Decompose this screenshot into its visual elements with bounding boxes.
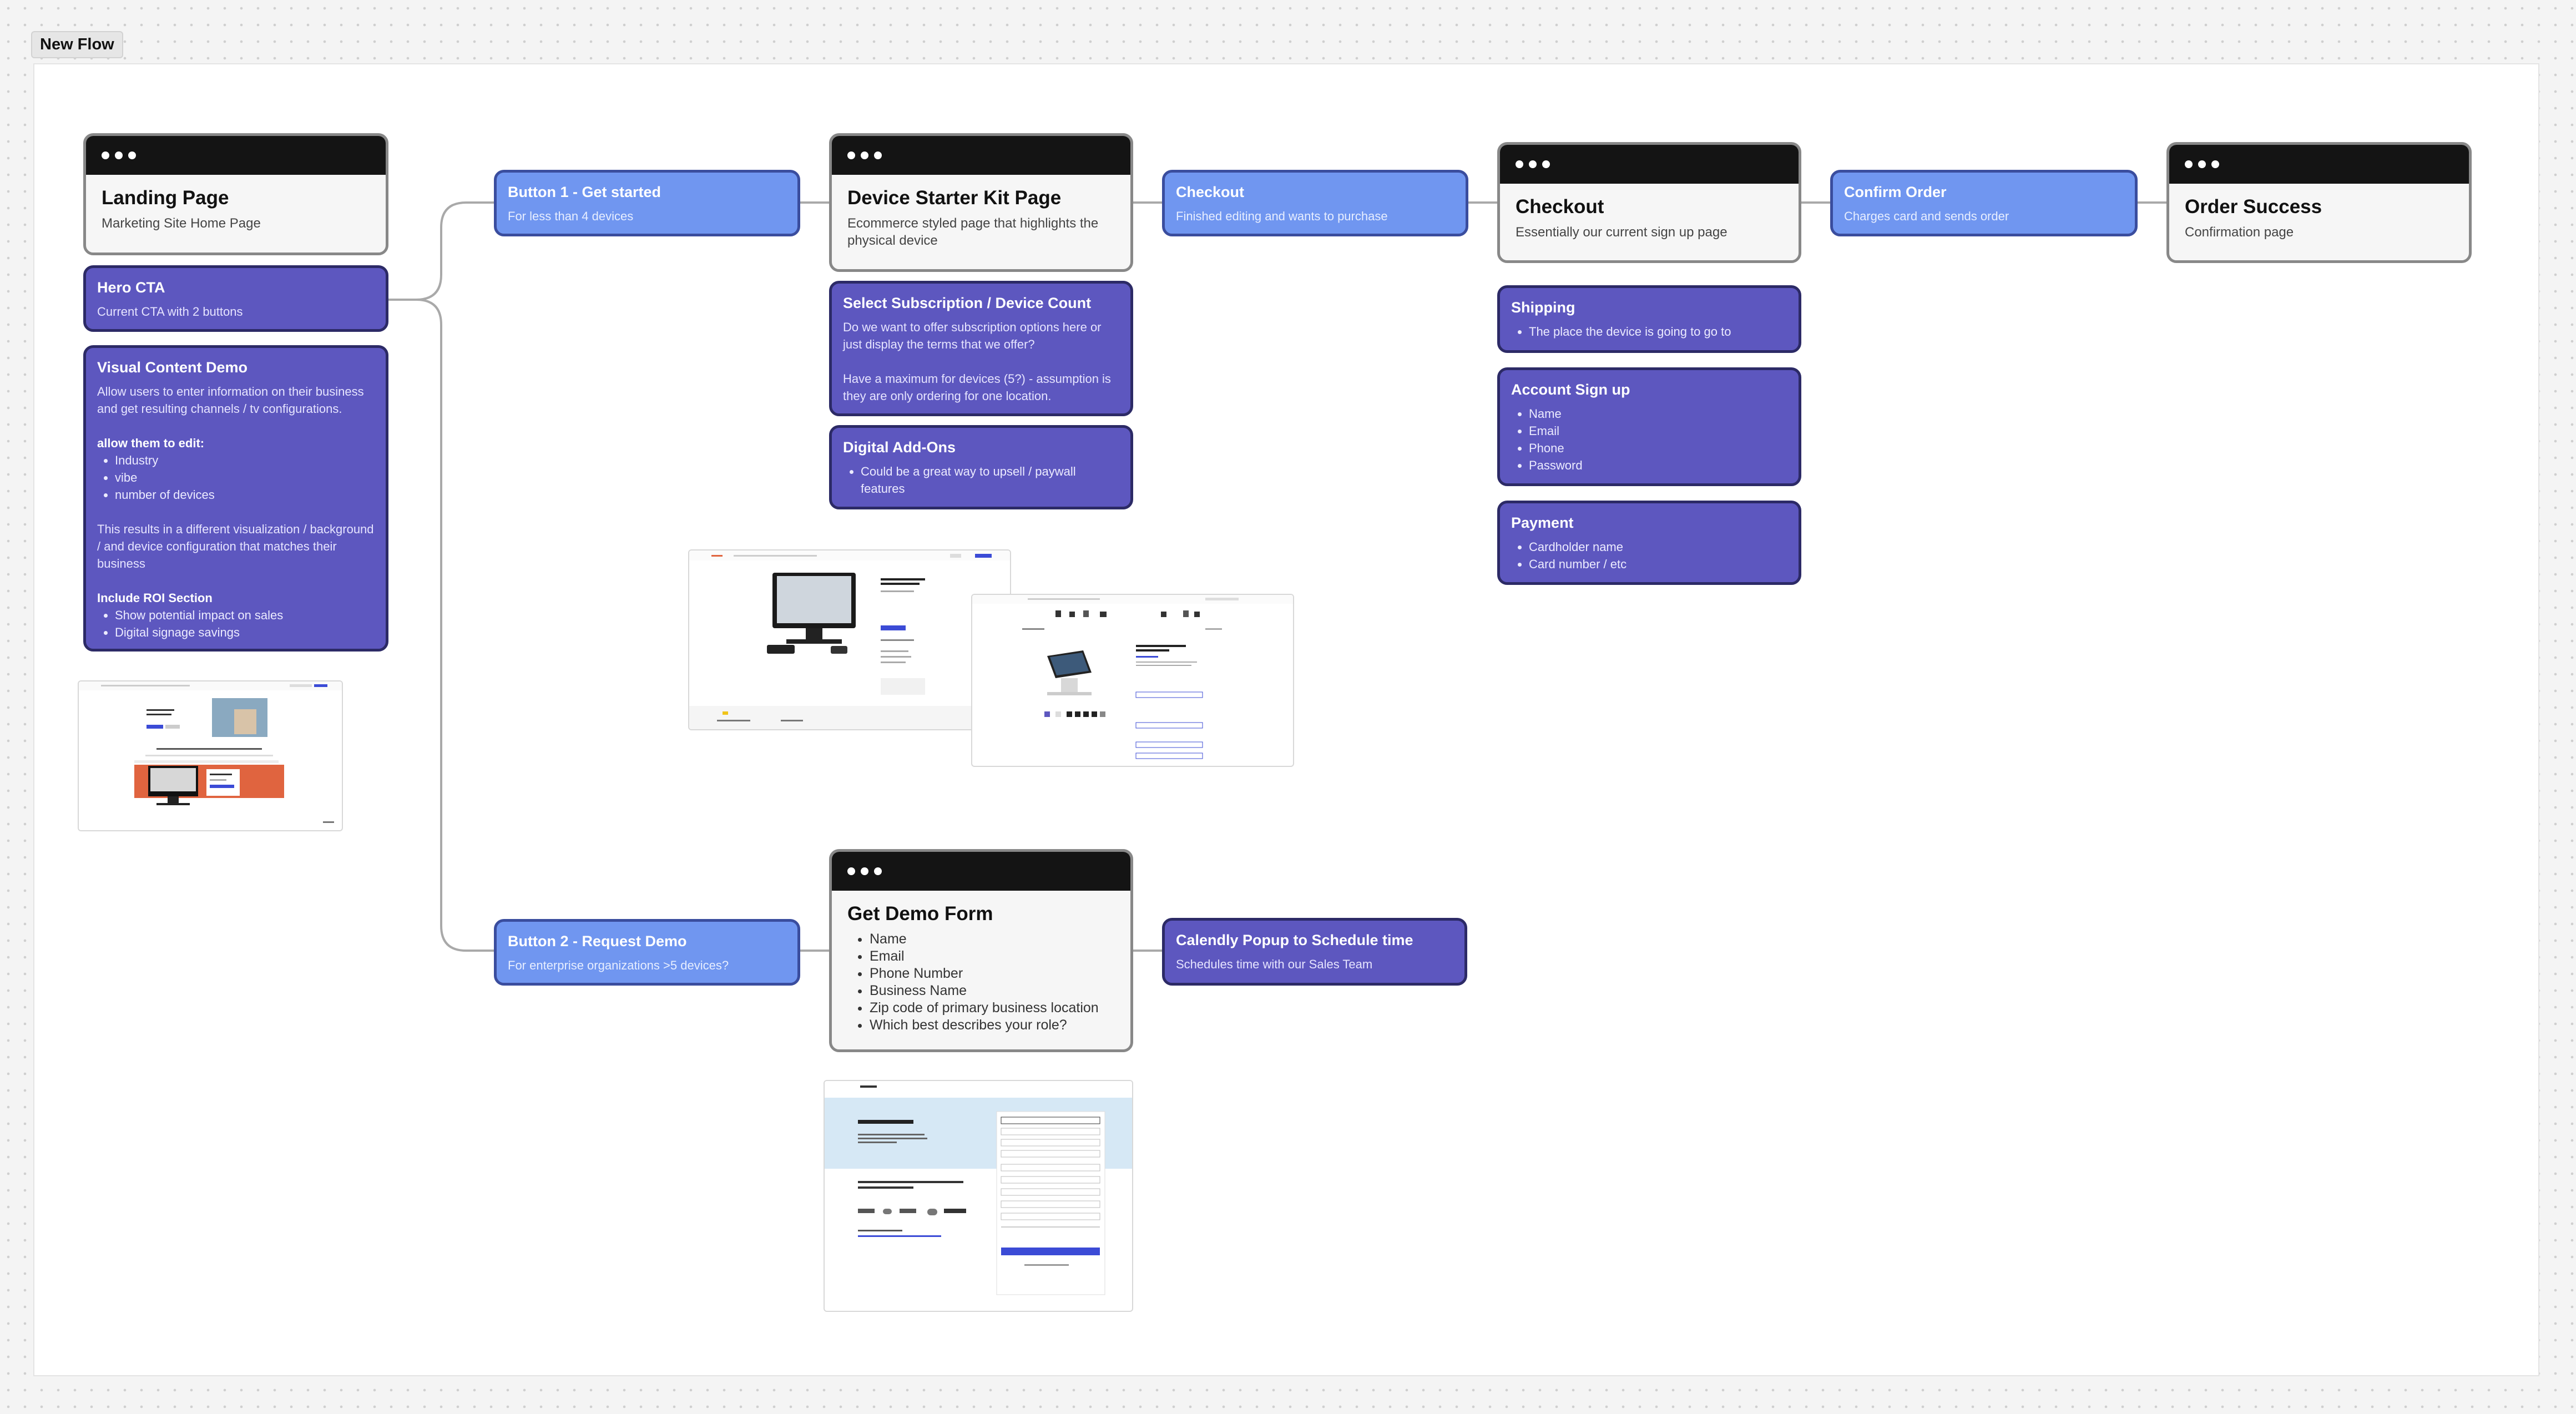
list-item: Business Name <box>870 982 1115 999</box>
list-item: Name <box>1529 405 1787 422</box>
window-bar <box>2169 145 2469 184</box>
checkout-action-note[interactable]: Checkout Finished editing and wants to p… <box>1162 170 1468 236</box>
home-thumbnail-art <box>79 681 342 823</box>
window-bar <box>1500 145 1799 184</box>
page-subtitle: Essentially our current sign up page <box>1516 225 1728 240</box>
roi-list: Show potential impact on sales Digital s… <box>97 607 375 641</box>
window-bar <box>832 136 1130 175</box>
list-item: Digital signage savings <box>115 624 375 641</box>
visual-content-demo-note[interactable]: Visual Content Demo Allow users to enter… <box>83 345 388 652</box>
note-title: Payment <box>1511 514 1574 531</box>
list-item: Which best describes your role? <box>870 1017 1115 1034</box>
home-page-thumbnail[interactable] <box>78 680 343 831</box>
connector-to-button1 <box>388 201 494 301</box>
button1-get-started-note[interactable]: Button 1 - Get started For less than 4 d… <box>494 170 800 236</box>
calendly-popup-note[interactable]: Calendly Popup to Schedule time Schedule… <box>1162 918 1467 986</box>
note-title: Checkout <box>1176 184 1245 200</box>
shipping-note[interactable]: Shipping The place the device is going t… <box>1497 285 1801 353</box>
note-title: Select Subscription / Device Count <box>843 295 1092 311</box>
note-title: Shipping <box>1511 299 1575 316</box>
note-desc: For enterprise organizations >5 devices? <box>508 958 729 972</box>
list-item: Card number / etc <box>1529 556 1787 573</box>
order-success-page-card[interactable]: Order Success Confirmation page <box>2166 142 2472 263</box>
page-subtitle: Ecommerce styled page that highlights th… <box>847 216 1099 248</box>
shipping-list: The place the device is going to go to <box>1511 323 1787 340</box>
note-desc: Finished editing and wants to purchase <box>1176 209 1388 223</box>
list-item: Email <box>1529 422 1787 440</box>
list-item: The place the device is going to go to <box>1529 323 1787 340</box>
account-signup-note[interactable]: Account Sign up Name Email Phone Passwor… <box>1497 367 1801 486</box>
note-title: Button 1 - Get started <box>508 184 661 200</box>
note-title: Confirm Order <box>1844 184 1947 200</box>
page-title: Landing Page <box>102 187 229 209</box>
note-title: Visual Content Demo <box>97 359 248 376</box>
edit-heading: allow them to edit: <box>97 436 205 450</box>
note-desc: Schedules time with our Sales Team <box>1176 957 1373 971</box>
note-desc: For less than 4 devices <box>508 209 634 223</box>
list-item: Password <box>1529 457 1787 474</box>
list-item: Phone Number <box>870 965 1115 982</box>
list-item: number of devices <box>115 486 375 503</box>
frame-label[interactable]: New Flow <box>31 31 123 58</box>
page-title: Get Demo Form <box>847 903 993 925</box>
connector-to-button2 <box>388 299 494 952</box>
note-desc-2: Have a maximum for devices (5?) - assump… <box>843 372 1111 403</box>
demo-form-thumbnail[interactable] <box>824 1080 1133 1312</box>
kit-thumbnail-art <box>689 551 1010 729</box>
demo-form-fields: Name Email Phone Number Business Name Zi… <box>847 931 1115 1034</box>
note-desc: Charges card and sends order <box>1844 209 2009 223</box>
edit-list: Industry vibe number of devices <box>97 452 375 503</box>
note-desc: Do we want to offer subscription options… <box>843 320 1102 351</box>
list-item: Show potential impact on sales <box>115 607 375 624</box>
list-item: Could be a great way to upsell / paywall… <box>861 463 1119 497</box>
page-title: Order Success <box>2185 196 2322 218</box>
page-subtitle: Marketing Site Home Page <box>102 216 261 231</box>
list-item: Name <box>870 931 1115 948</box>
product-thumbnail-art <box>972 595 1293 759</box>
payment-list: Cardholder name Card number / etc <box>1511 538 1787 573</box>
checkout-page-card[interactable]: Checkout Essentially our current sign up… <box>1497 142 1801 263</box>
product-page-thumbnail[interactable] <box>971 594 1294 767</box>
demo-thumbnail-art <box>825 1081 1132 1295</box>
confirm-order-note[interactable]: Confirm Order Charges card and sends ord… <box>1830 170 2138 236</box>
page-title: Device Starter Kit Page <box>847 187 1062 209</box>
roi-heading: Include ROI Section <box>97 591 213 605</box>
list-item: Zip code of primary business location <box>870 999 1115 1017</box>
note-desc: Allow users to enter information on thei… <box>97 385 364 416</box>
list-item: Industry <box>115 452 375 469</box>
window-bar <box>832 852 1130 891</box>
digital-addons-note[interactable]: Digital Add-Ons Could be a great way to … <box>829 425 1133 509</box>
note-title: Calendly Popup to Schedule time <box>1176 932 1413 948</box>
addons-list: Could be a great way to upsell / paywall… <box>843 463 1119 497</box>
note-title: Button 2 - Request Demo <box>508 933 687 950</box>
list-item: Cardholder name <box>1529 538 1787 556</box>
kit-page-thumbnail[interactable] <box>688 549 1011 730</box>
note-desc: Current CTA with 2 buttons <box>97 305 243 319</box>
note-title: Account Sign up <box>1511 381 1630 398</box>
note-title: Digital Add-Ons <box>843 439 956 456</box>
payment-note[interactable]: Payment Cardholder name Card number / et… <box>1497 501 1801 585</box>
landing-page-card[interactable]: Landing Page Marketing Site Home Page <box>83 133 388 255</box>
get-demo-form-page-card[interactable]: Get Demo Form Name Email Phone Number Bu… <box>829 849 1133 1052</box>
list-item: Phone <box>1529 440 1787 457</box>
page-title: Checkout <box>1516 196 1604 218</box>
result-text: This results in a different visualizatio… <box>97 522 374 570</box>
list-item: Email <box>870 948 1115 965</box>
window-bar <box>86 136 386 175</box>
device-starter-kit-page-card[interactable]: Device Starter Kit Page Ecommerce styled… <box>829 133 1133 272</box>
note-title: Hero CTA <box>97 279 165 296</box>
button2-request-demo-note[interactable]: Button 2 - Request Demo For enterprise o… <box>494 919 800 986</box>
account-list: Name Email Phone Password <box>1511 405 1787 474</box>
select-subscription-note[interactable]: Select Subscription / Device Count Do we… <box>829 281 1133 416</box>
hero-cta-note[interactable]: Hero CTA Current CTA with 2 buttons <box>83 265 388 332</box>
page-subtitle: Confirmation page <box>2185 225 2294 240</box>
list-item: vibe <box>115 469 375 486</box>
